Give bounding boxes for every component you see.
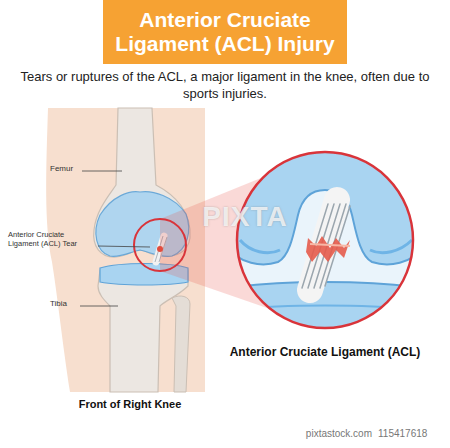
leader-line xyxy=(82,171,122,172)
watermark: 115417618 xyxy=(378,428,444,440)
fibula-bone xyxy=(172,296,190,392)
part-label: Tibia xyxy=(50,299,78,309)
zoom-label: Anterior Cruciate Ligament (ACL) xyxy=(225,345,425,359)
zoom-circle xyxy=(237,152,413,328)
watermark: pixtastock.com xyxy=(262,428,372,440)
title: Anterior Cruciate Ligament (ACL) Injury xyxy=(103,8,347,55)
part-label: Femur xyxy=(50,164,80,174)
title-banner: Anterior Cruciate Ligament (ACL) Injury xyxy=(103,0,347,64)
view-label: Front of Right Knee xyxy=(60,398,200,411)
part-label: Anterior Cruciate Ligament (ACL) Tear xyxy=(8,230,96,248)
zoom-source-circle xyxy=(134,219,186,271)
subtitle: Tears or ruptures of the ACL, a major li… xyxy=(18,69,432,103)
leader-line xyxy=(80,306,118,307)
zoomed-joint xyxy=(230,145,420,335)
footer-strip xyxy=(0,420,450,448)
leader-line xyxy=(98,246,150,247)
watermark: PIXTA xyxy=(170,200,320,234)
